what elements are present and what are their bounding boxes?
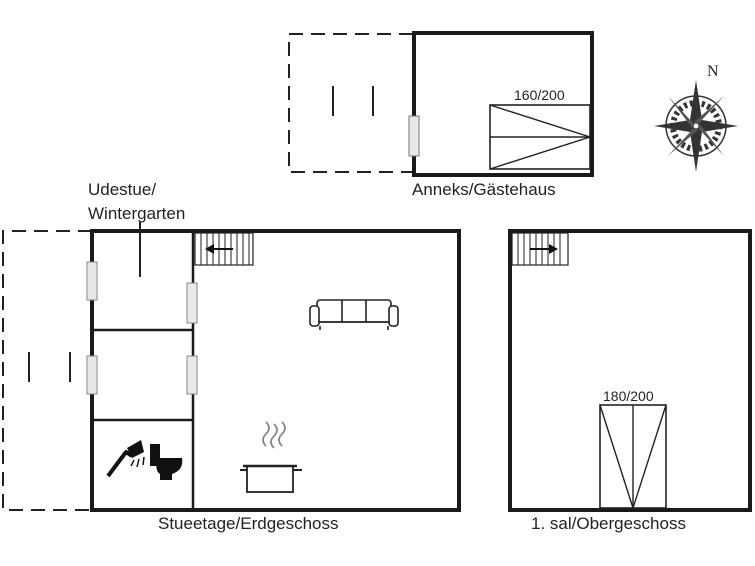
ground-floor [2,222,461,512]
door-gap [86,261,98,301]
stairs-icon [194,232,254,266]
stairs-icon [511,232,569,266]
sofa-icon [309,299,399,330]
first-floor [508,229,752,512]
first-floor-label: 1. sal/Obergeschoss [531,514,686,533]
winter-garden-label-1: Udestue/ [88,180,157,199]
annex-label: Anneks/Gästehaus [412,180,556,199]
ground-floor-label: Stueetage/Erdgeschoss [158,514,339,533]
cooking-pot-icon [240,421,302,493]
upper-bed-icon [599,404,667,511]
compass-rose-icon [654,80,738,172]
shower-icon [106,440,145,478]
door-gap [186,282,198,324]
annex-wall [412,31,594,177]
upper-bed-size-label: 180/200 [603,388,654,404]
door-gap [186,355,198,395]
toilet-icon [150,444,183,480]
winter-garden-label-2: Wintergarten [88,204,186,223]
compass-north-label: N [707,63,719,80]
annex-bed-size-label: 160/200 [514,87,565,103]
annex-bed-icon [489,104,593,170]
annex-terrace-dashed [288,33,416,173]
winter-garden-dashed [2,230,92,511]
annex-building [288,31,594,177]
first-floor-wall [508,229,752,512]
door-gap [86,355,98,395]
annex-door-gap [408,115,420,157]
